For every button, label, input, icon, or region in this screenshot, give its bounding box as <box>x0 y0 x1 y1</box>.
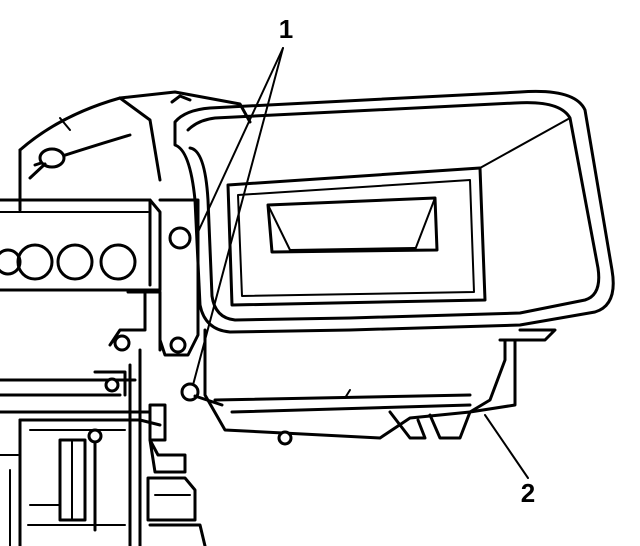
callout-leaders <box>192 47 529 479</box>
bolt-upper <box>168 226 192 250</box>
bolt-bracket <box>169 336 187 354</box>
round-vent-1 <box>16 243 54 281</box>
duct-opening <box>266 196 439 254</box>
round-vent-3 <box>99 243 137 281</box>
callout-2-label: 2 <box>521 478 535 508</box>
instrument-panel <box>18 90 252 212</box>
leader-1b <box>192 47 284 386</box>
lower-case <box>203 328 557 446</box>
column-assembly <box>0 348 207 546</box>
leader-1a <box>197 47 284 233</box>
mounting-bracket <box>108 198 200 357</box>
hinge-fastener <box>180 382 224 407</box>
callout-1-label: 1 <box>279 14 293 44</box>
hvac-housing <box>173 89 615 334</box>
left-panel-box <box>0 198 162 292</box>
round-vent-2 <box>56 243 94 281</box>
leader-2 <box>484 414 529 479</box>
